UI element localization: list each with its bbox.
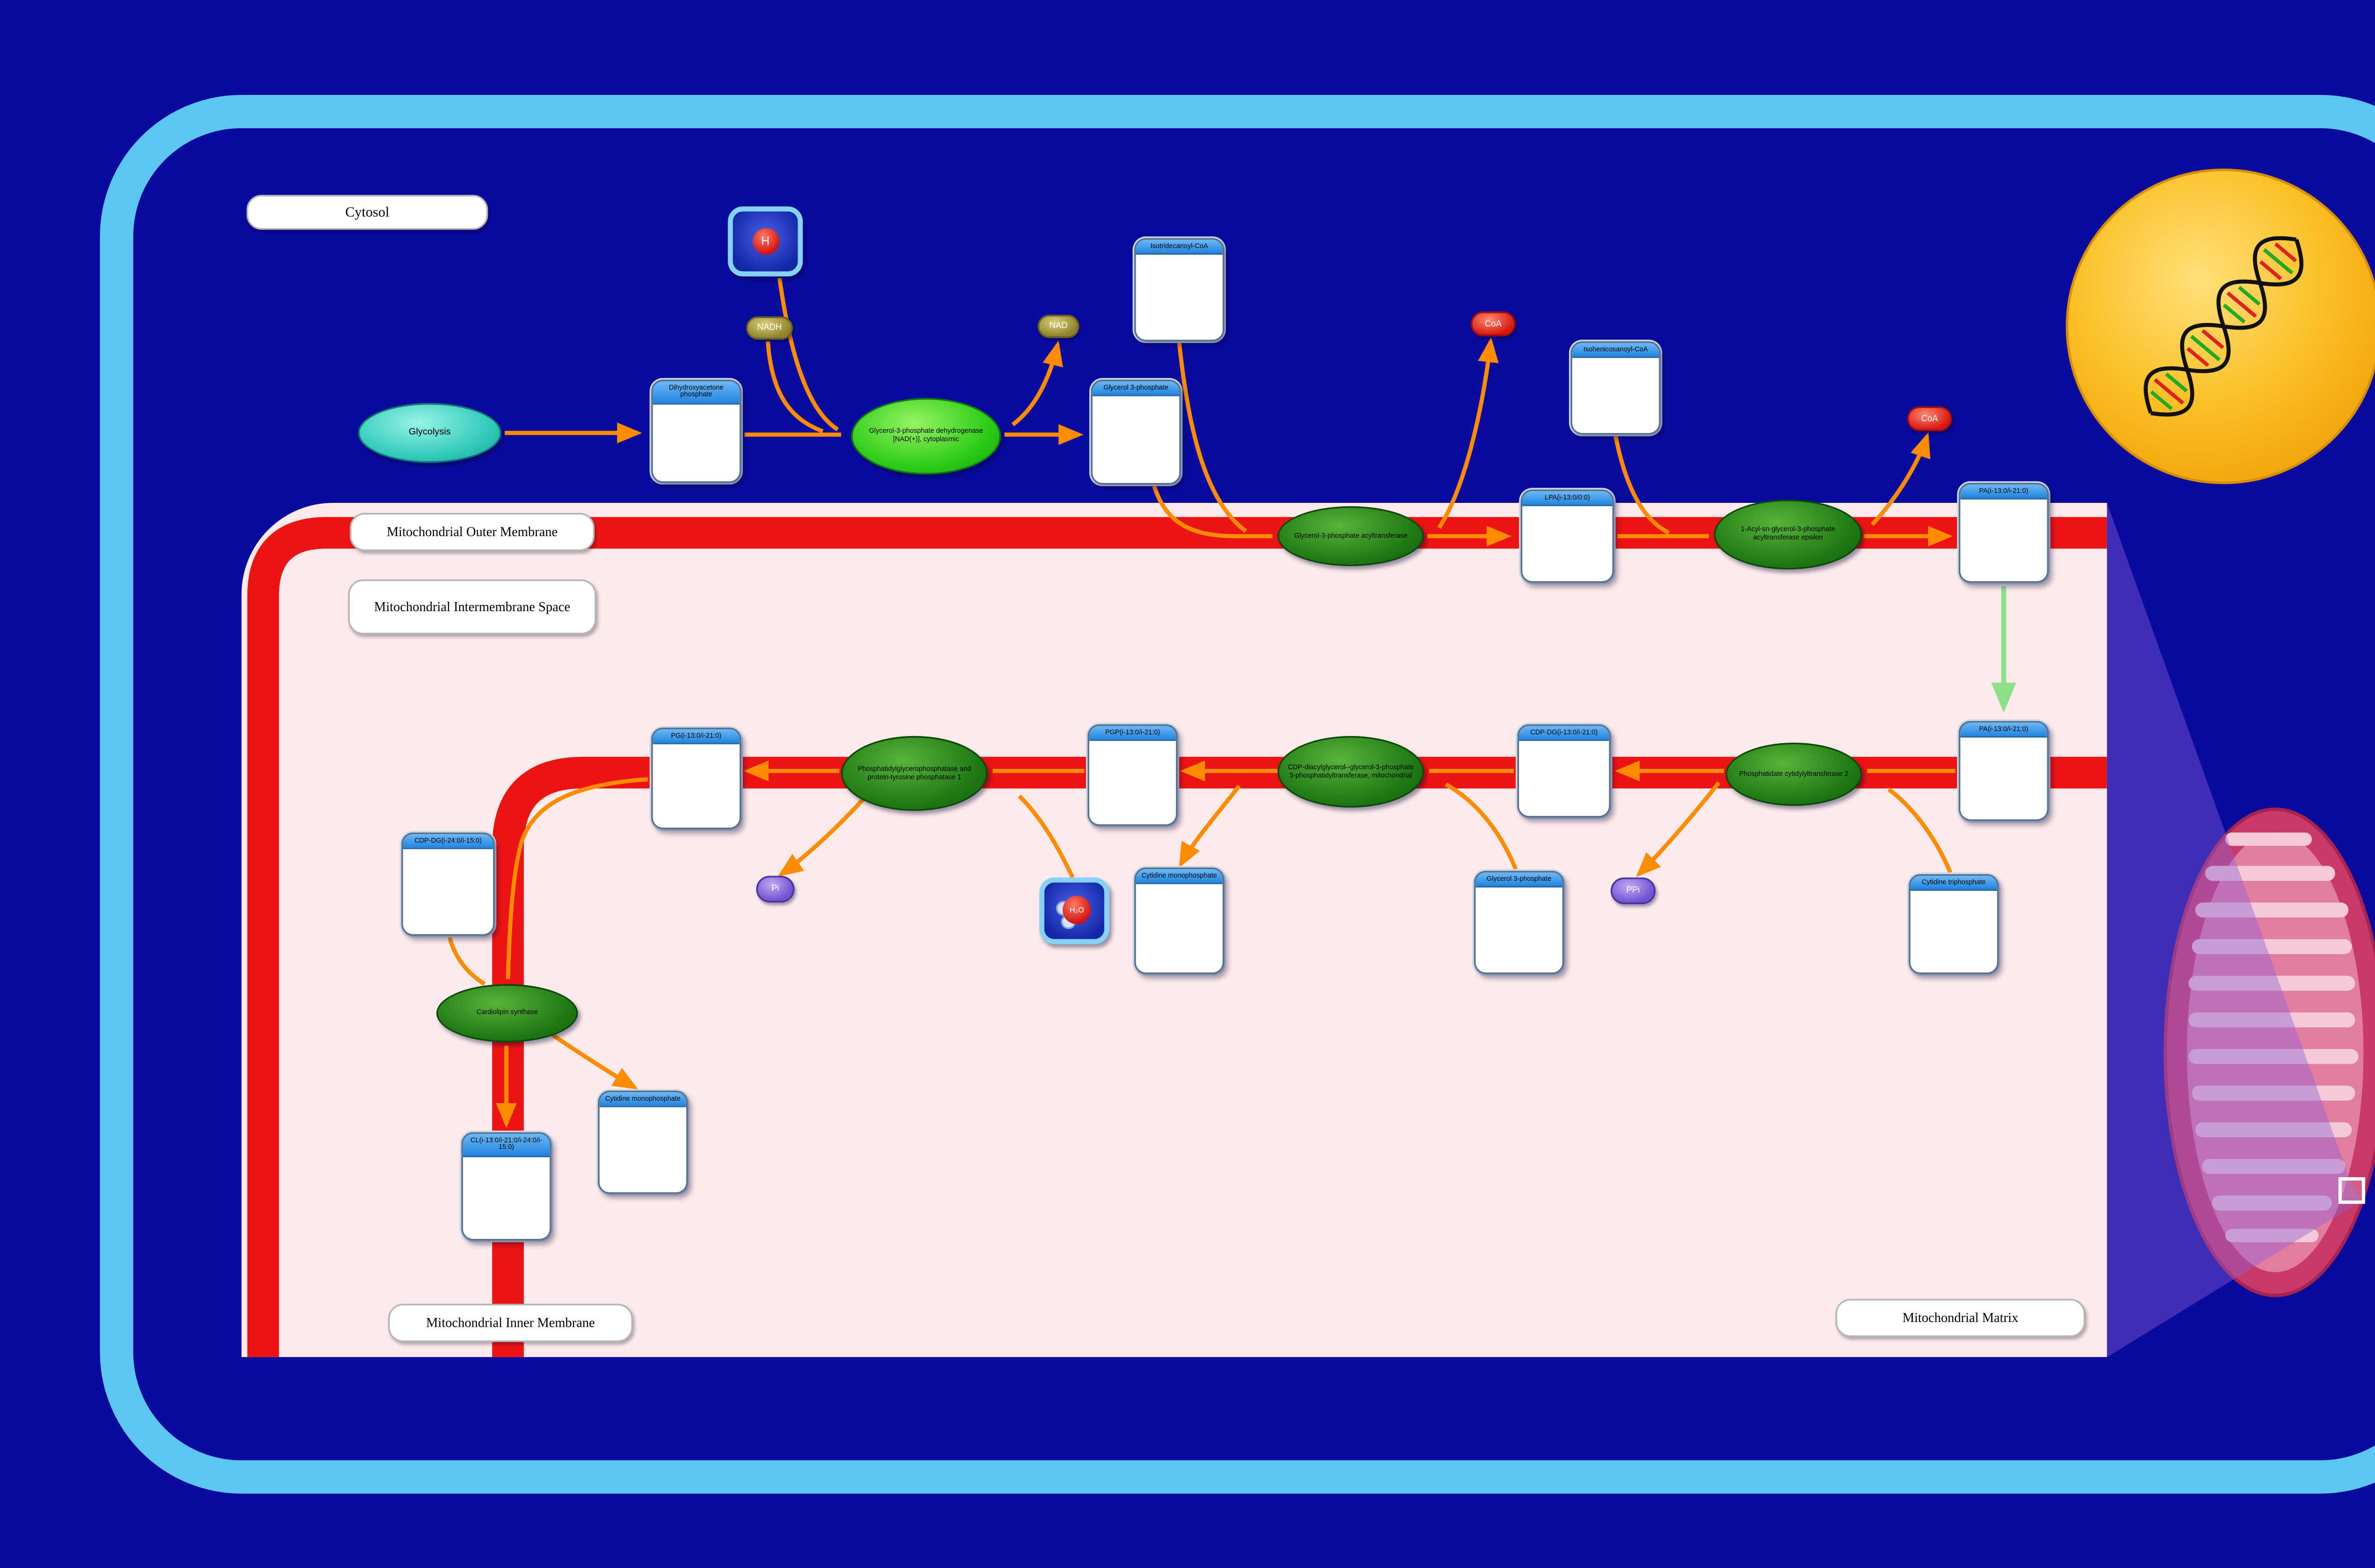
chemical-structure-icon bbox=[1525, 778, 1603, 817]
inner-membrane-label: Mitochondrial Inner Membrane bbox=[388, 1304, 633, 1342]
metabolite-label: PGP(i-13:0/i-21:0) bbox=[1089, 726, 1176, 741]
cell-membrane-border bbox=[100, 94, 2375, 1494]
enzyme-label: Glycerol-3-phosphate acyltransferase bbox=[1294, 530, 1408, 539]
metabolite-card-ctp[interactable]: Cytidine triphosphate bbox=[1909, 874, 1999, 974]
metabolite-label: Isohenicosanoyl-CoA bbox=[1572, 343, 1659, 358]
chemical-structure-icon bbox=[606, 1145, 680, 1194]
cofactor-nad[interactable]: NAD bbox=[1037, 314, 1080, 338]
metabolite-label: Isotridecanoyl-CoA bbox=[1136, 239, 1223, 255]
chemical-structure-icon bbox=[1917, 928, 1991, 974]
metabolite-label: CDP-DG(i-24:0/i-15:0) bbox=[403, 834, 493, 850]
enzyme-ptpmt1[interactable]: Phosphatidylglycerophosphatase and prote… bbox=[841, 736, 988, 811]
metabolite-label: LPA(i-13:0/0:0) bbox=[1522, 491, 1613, 507]
metabolite-card-cdpdg[interactable]: CDP-DG(i-13:0/i-21:0) bbox=[1517, 724, 1611, 818]
enzyme-label: Phosphatidylglycerophosphatase and prote… bbox=[857, 764, 971, 780]
metabolite-card-cmp-left[interactable]: Cytidine monophosphate bbox=[598, 1090, 688, 1194]
proton-node[interactable]: H bbox=[728, 206, 803, 277]
process-glycolysis[interactable]: Glycolysis bbox=[358, 403, 502, 463]
metabolite-label: PA(i-13:0/i-21:0) bbox=[1960, 484, 2047, 500]
metabolite-label: Cytidine triphosphate bbox=[1910, 876, 1997, 891]
water-label: H₂O bbox=[1063, 896, 1091, 925]
chemical-structure-icon bbox=[1966, 537, 2041, 583]
chemical-structure-icon bbox=[1099, 434, 1173, 484]
cytosol-label: Cytosol bbox=[246, 195, 488, 230]
enzyme-agpat[interactable]: 1-Acyl-sn-glycerol-3-phosphate acyltrans… bbox=[1714, 499, 1862, 570]
enzyme-label: CDP-diacylglycerol--glycerol-3-phosphate… bbox=[1288, 762, 1414, 779]
cofactor-coa-1[interactable]: CoA bbox=[1471, 311, 1516, 337]
water-molecule-icon: H₂O bbox=[1056, 896, 1091, 929]
metabolite-label: CDP-DG(i-13:0/i-21:0) bbox=[1519, 726, 1609, 741]
metabolite-card-pg[interactable]: PG(i-13:0/i-21:0) bbox=[651, 727, 741, 830]
intermembrane-space-label: Mitochondrial Intermembrane Space bbox=[348, 579, 597, 634]
metabolite-label: CL(i-13:0/i-21:0/i-24:0/i-15:0) bbox=[463, 1133, 550, 1157]
chemical-structure-icon bbox=[1529, 544, 1606, 583]
cofactor-ppi[interactable]: PPi bbox=[1610, 877, 1656, 905]
metabolite-card-pa-inner[interactable]: PA(i-13:0/i-21:0) bbox=[1958, 721, 2049, 821]
metabolite-card-pgp[interactable]: PGP(i-13:0/i-21:0) bbox=[1087, 724, 1178, 826]
enzyme-gpd1c[interactable]: Glycerol-3-phosphate dehydrogenase [NAD(… bbox=[851, 398, 1001, 475]
matrix-label: Mitochondrial Matrix bbox=[1835, 1299, 2086, 1337]
metabolite-label: Glycerol 3-phosphate bbox=[1092, 381, 1179, 397]
cofactor-coa-2[interactable]: CoA bbox=[1907, 406, 1952, 432]
metabolite-card-g3p-matrix[interactable]: Glycerol 3-phosphate bbox=[1474, 870, 1564, 974]
metabolite-card-cdpdg-24-15[interactable]: CDP-DG(i-24:0/i-15:0) bbox=[401, 832, 495, 936]
enzyme-label: Cardiolipin synthase bbox=[476, 1008, 538, 1016]
metabolite-label: Cytidine monophosphate bbox=[1136, 869, 1223, 885]
chemical-structure-icon bbox=[1578, 396, 1653, 435]
chemical-structure-icon bbox=[1966, 775, 2041, 821]
water-node[interactable]: H₂O bbox=[1039, 877, 1110, 945]
chemical-structure-icon bbox=[659, 442, 733, 482]
chemical-structure-icon bbox=[409, 887, 487, 935]
metabolite-card-dhap[interactable]: Dihydroxyacetone phosphate bbox=[651, 379, 741, 483]
chemical-structure-icon bbox=[659, 782, 733, 829]
metabolite-card-iso13-coa[interactable]: Isotridecanoyl-CoA bbox=[1134, 238, 1225, 341]
outer-membrane-label: Mitochondrial Outer Membrane bbox=[350, 513, 595, 551]
metabolite-card-g3p[interactable]: Glycerol 3-phosphate bbox=[1091, 379, 1181, 485]
enzyme-label: 1-Acyl-sn-glycerol-3-phosphate acyltrans… bbox=[1740, 525, 1835, 541]
metabolite-label: Dihydroxyacetone phosphate bbox=[653, 381, 740, 405]
enzyme-crls1[interactable]: Cardiolipin synthase bbox=[436, 984, 578, 1043]
chemical-structure-icon bbox=[469, 1194, 544, 1240]
metabolite-label: PA(i-13:0/i-21:0) bbox=[1960, 722, 2047, 738]
metabolite-card-cl[interactable]: CL(i-13:0/i-21:0/i-24:0/i-15:0) bbox=[461, 1132, 551, 1241]
metabolite-label: PG(i-13:0/i-21:0) bbox=[653, 729, 740, 745]
enzyme-pgps[interactable]: CDP-diacylglycerol--glycerol-3-phosphate… bbox=[1277, 736, 1425, 808]
chemical-structure-icon bbox=[1142, 292, 1216, 341]
enzyme-label: Glycerol-3-phosphate dehydrogenase [NAD(… bbox=[869, 427, 983, 443]
process-label: Glycolysis bbox=[408, 428, 451, 438]
metabolite-card-pa-outer[interactable]: PA(i-13:0/i-21:0) bbox=[1958, 482, 2049, 583]
metabolite-label: Cytidine monophosphate bbox=[599, 1092, 686, 1107]
chemical-structure-icon bbox=[1142, 922, 1216, 974]
enzyme-gpat[interactable]: Glycerol-3-phosphate acyltransferase bbox=[1277, 506, 1425, 567]
cofactor-nadh[interactable]: NADH bbox=[746, 316, 793, 340]
enzyme-cds2[interactable]: Phosphatidate cytidylyltransferase 2 bbox=[1725, 742, 1862, 806]
cofactor-pi[interactable]: Pi bbox=[756, 876, 795, 903]
metabolite-label: Glycerol 3-phosphate bbox=[1475, 872, 1563, 888]
chemical-structure-icon bbox=[1482, 925, 1557, 974]
chemical-structure-icon bbox=[1095, 778, 1170, 826]
enzyme-label: Phosphatidate cytidylyltransferase 2 bbox=[1739, 768, 1849, 777]
proton-label: H bbox=[752, 228, 779, 255]
metabolite-card-lpa[interactable]: LPA(i-13:0/0:0) bbox=[1520, 489, 1614, 583]
metabolite-card-iso21-coa[interactable]: Isohenicosanoyl-CoA bbox=[1570, 341, 1661, 435]
metabolite-card-cmp-matrix[interactable]: Cytidine monophosphate bbox=[1134, 867, 1225, 974]
